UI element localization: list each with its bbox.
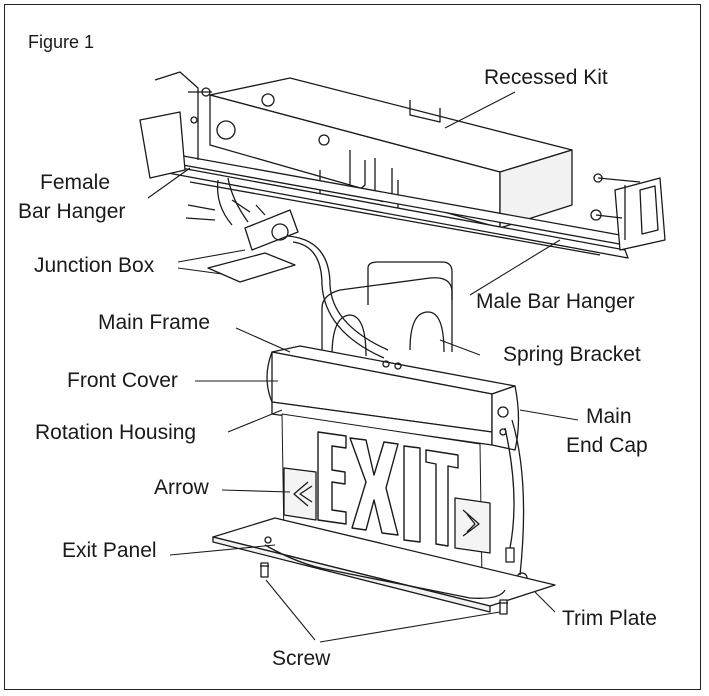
label-arrow: Arrow bbox=[154, 476, 209, 499]
label-main-frame: Main Frame bbox=[98, 311, 211, 334]
leader-lines bbox=[147, 91, 579, 643]
label-exit-panel: Exit Panel bbox=[62, 539, 157, 562]
label-male-bar-hanger: Male Bar Hanger bbox=[476, 290, 635, 313]
label-junction-box: Junction Box bbox=[34, 254, 155, 277]
label-female-bar-hanger-line2: Bar Hanger bbox=[18, 200, 126, 223]
label-main-end-cap-line1: Main bbox=[586, 405, 632, 428]
label-screw: Screw bbox=[272, 647, 331, 670]
screws bbox=[260, 562, 508, 615]
recessed-kit bbox=[209, 77, 573, 229]
label-recessed-kit: Recessed Kit bbox=[484, 66, 608, 89]
spring-bracket bbox=[321, 261, 453, 357]
figure-title: Figure 1 bbox=[28, 32, 95, 52]
exit-letters bbox=[317, 431, 459, 547]
label-front-cover: Front Cover bbox=[67, 369, 178, 392]
label-rotation-housing: Rotation Housing bbox=[35, 421, 197, 444]
label-trim-plate: Trim Plate bbox=[562, 607, 657, 630]
label-female-bar-hanger-line1: Female bbox=[40, 171, 111, 194]
bar-hangers bbox=[139, 71, 666, 259]
junction-box bbox=[185, 177, 389, 359]
label-spring-bracket: Spring Bracket bbox=[503, 343, 641, 366]
label-main-end-cap-line2: End Cap bbox=[566, 434, 648, 457]
